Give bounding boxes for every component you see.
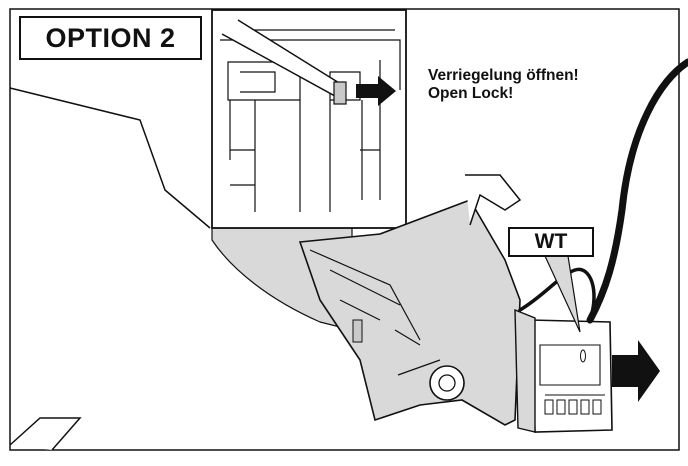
instruction-line-en: Open Lock!: [428, 85, 514, 102]
instruction-line-de: Verriegelung öffnen!: [428, 67, 579, 84]
option-label: OPTION 2: [19, 16, 202, 60]
connector-label: WT: [508, 227, 594, 257]
folded-corner: [9, 417, 82, 451]
connector-plug: [514, 308, 613, 433]
mounting-bracket: [298, 174, 522, 426]
outer-frame: [9, 8, 680, 451]
wire-lower: [518, 267, 596, 322]
panel-edge: [9, 87, 211, 229]
wire-upper: [586, 58, 688, 324]
instruction-text: Verriegelung öffnen! Open Lock!: [428, 67, 579, 103]
arrow-right-icon: [356, 76, 396, 106]
zoom-inset: [211, 9, 407, 229]
arrow-right-icon: [612, 340, 660, 402]
